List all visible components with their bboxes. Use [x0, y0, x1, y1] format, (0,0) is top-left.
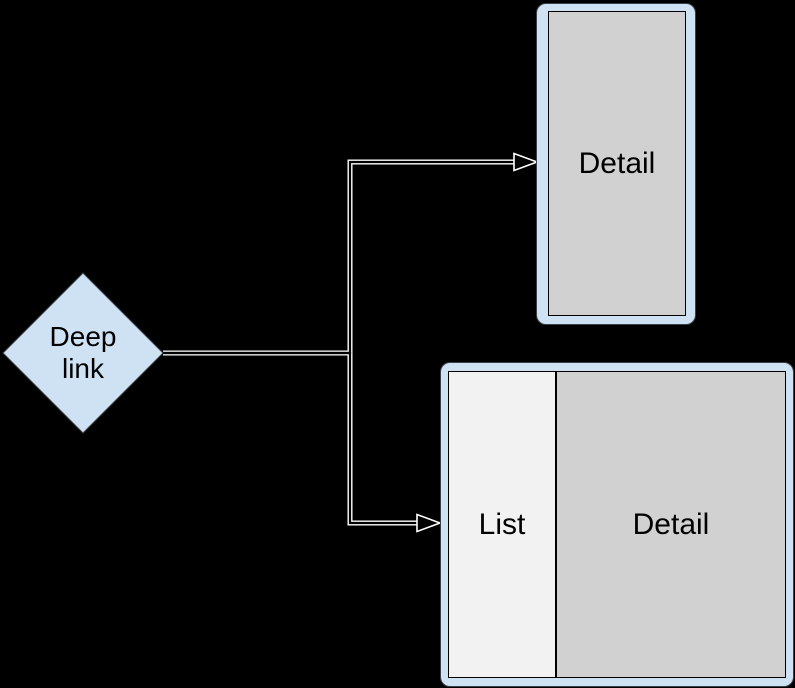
tablet-detail-label: Detail	[632, 507, 710, 541]
connector-top-core	[163, 160, 517, 355]
phone-detail-frame: Detail	[536, 3, 696, 325]
deep-link-node: Deep link	[3, 273, 163, 433]
phone-detail-label: Detail	[578, 146, 656, 180]
tablet-list-pane: List	[448, 371, 556, 678]
tablet-frame: List Detail	[440, 362, 794, 687]
arrowhead-top-icon	[513, 152, 540, 172]
tablet-list-label: List	[478, 507, 526, 541]
phone-detail-screen: Detail	[548, 11, 686, 316]
tablet-detail-pane: Detail	[556, 371, 786, 678]
deep-link-diamond	[2, 272, 164, 434]
connector-top-casing	[163, 159, 517, 356]
deep-link-label: Deep link	[49, 321, 117, 384]
connector-bottom-casing	[163, 350, 420, 526]
tablet-screen: List Detail	[448, 371, 786, 678]
arrowhead-bottom-icon	[416, 513, 443, 533]
connector-bottom-core	[163, 351, 420, 525]
